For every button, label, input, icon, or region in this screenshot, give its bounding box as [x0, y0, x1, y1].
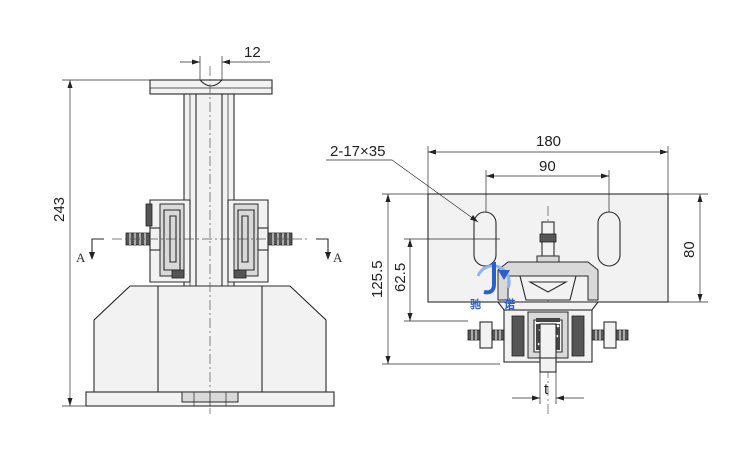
dimension-t: t: [512, 372, 584, 404]
svg-text:A: A: [333, 250, 343, 265]
dimension-80: 80: [668, 193, 708, 303]
lower-clamp: [496, 301, 600, 363]
section-mark-right: A: [316, 238, 343, 265]
dim-label-125-5: 125.5: [369, 260, 386, 298]
bracket: [497, 261, 599, 301]
dim-label-180: 180: [536, 133, 561, 150]
dim-label-12: 12: [244, 44, 261, 61]
dim-label-80: 80: [681, 241, 698, 258]
slot-callout: 2-17×35: [326, 143, 479, 223]
dimension-90: 90: [485, 158, 610, 212]
dim-label-62-5: 62.5: [392, 263, 409, 292]
dim-label-t: t: [544, 381, 549, 398]
logo-watermark: 驰 诺: [470, 262, 515, 311]
slot-right: [597, 211, 621, 267]
slot-label: 2-17×35: [330, 143, 385, 160]
right-clamp: [227, 199, 269, 283]
dim-label-243: 243: [51, 197, 68, 222]
svg-text:诺: 诺: [504, 297, 515, 311]
front-view: 12 243 A A: [51, 44, 343, 414]
side-bolt-right: [591, 321, 629, 349]
side-bolt-left: [467, 321, 505, 349]
dimension-125-5: 125.5: [369, 193, 500, 365]
dimension-12: 12: [180, 44, 270, 80]
dimension-243: 243: [51, 79, 150, 407]
svg-text:驰: 驰: [470, 297, 481, 311]
rail-section: [539, 357, 557, 373]
svg-text:A: A: [76, 250, 86, 265]
side-view: 180 90 2-17×35 80: [326, 133, 708, 414]
top-plate: [149, 79, 273, 95]
left-clamp: [145, 199, 191, 283]
section-mark-left: A: [76, 238, 104, 265]
dim-label-90: 90: [539, 158, 556, 175]
dimension-62-5: 62.5: [392, 238, 500, 322]
dimension-180: 180: [427, 133, 669, 194]
